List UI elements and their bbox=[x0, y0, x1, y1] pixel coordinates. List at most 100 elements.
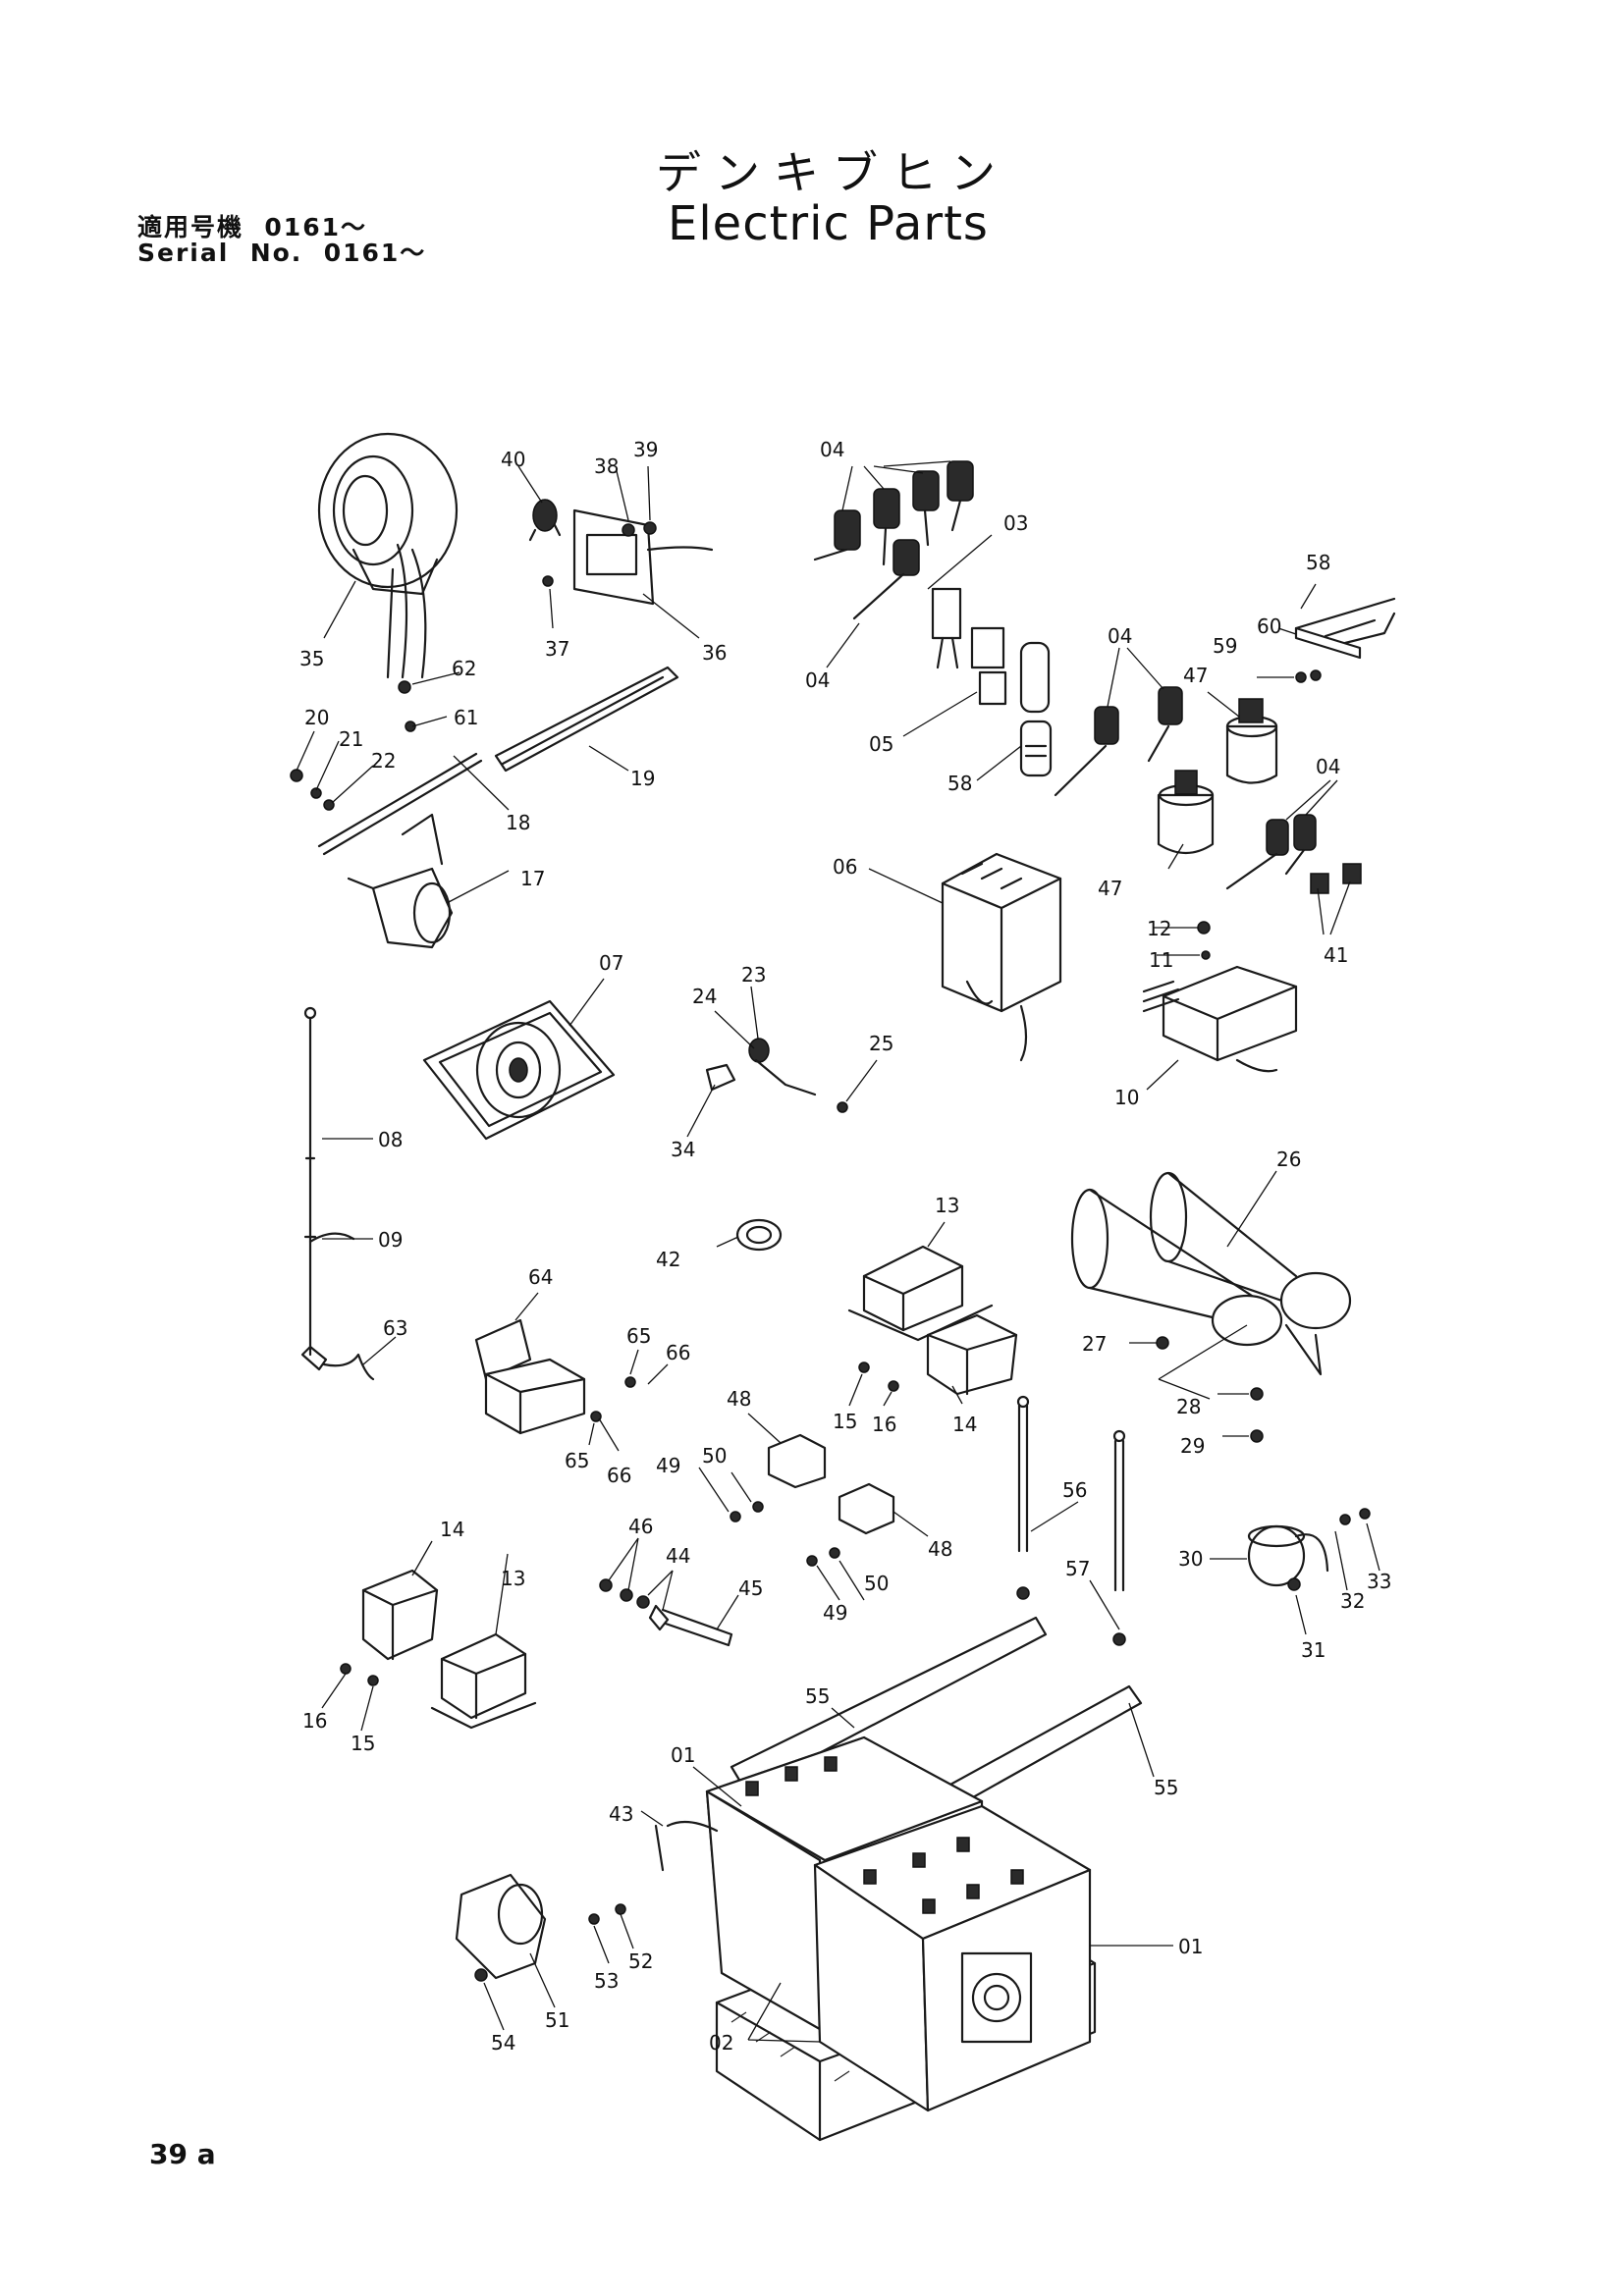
callout-41: 41 bbox=[1324, 943, 1348, 967]
callout-03: 03 bbox=[1003, 511, 1028, 535]
callout-14: 14 bbox=[952, 1413, 977, 1436]
callout-36: 36 bbox=[702, 641, 727, 665]
callout-64: 64 bbox=[528, 1265, 553, 1289]
callout-10: 10 bbox=[1114, 1086, 1139, 1109]
horn-drawing bbox=[1070, 1171, 1352, 1443]
callout-37: 37 bbox=[545, 637, 569, 661]
callout-23: 23 bbox=[741, 963, 766, 987]
callout-31: 31 bbox=[1301, 1638, 1325, 1662]
callout-19: 19 bbox=[630, 767, 655, 790]
key-switch-drawing bbox=[1157, 597, 1396, 855]
callout-21: 21 bbox=[339, 727, 363, 751]
callout-62: 62 bbox=[452, 657, 476, 680]
callout-15: 15 bbox=[833, 1410, 857, 1433]
callout-01: 01 bbox=[1178, 1935, 1203, 1958]
pump-drawing bbox=[1247, 1508, 1371, 1591]
regulator-center-drawing bbox=[847, 1245, 1018, 1396]
callout-18: 18 bbox=[506, 811, 530, 834]
callout-42: 42 bbox=[656, 1248, 680, 1271]
callout-32: 32 bbox=[1340, 1589, 1365, 1613]
antenna-drawing bbox=[300, 1006, 375, 1381]
callout-25: 25 bbox=[869, 1032, 893, 1055]
callout-60: 60 bbox=[1257, 614, 1281, 638]
callout-58: 58 bbox=[1306, 551, 1330, 574]
callout-24: 24 bbox=[692, 985, 717, 1008]
wiper-assembly-drawing bbox=[290, 666, 679, 949]
callout-02: 02 bbox=[709, 2031, 733, 2055]
callout-11: 11 bbox=[1149, 948, 1173, 972]
batteries-drawing bbox=[654, 1735, 1097, 2142]
callout-61: 61 bbox=[454, 706, 478, 729]
callout-14: 14 bbox=[440, 1518, 464, 1541]
flasher-relay-drawing bbox=[1142, 921, 1298, 1073]
callout-26: 26 bbox=[1276, 1148, 1301, 1171]
callout-55: 55 bbox=[805, 1684, 830, 1708]
callout-59: 59 bbox=[1213, 634, 1237, 658]
callout-50: 50 bbox=[702, 1444, 727, 1468]
callout-54: 54 bbox=[491, 2031, 515, 2055]
buzzer-drawing bbox=[455, 1873, 626, 1982]
speaker-box-drawing bbox=[422, 999, 616, 1141]
connector-group-drawing bbox=[813, 460, 1362, 894]
callout-04: 04 bbox=[820, 438, 844, 461]
relay-drawing bbox=[730, 1433, 895, 1567]
serial-number-english: Serial No. 0161～ bbox=[137, 239, 427, 267]
callout-13: 13 bbox=[501, 1567, 525, 1590]
callout-46: 46 bbox=[628, 1515, 653, 1538]
resistor-bracket-drawing bbox=[474, 1318, 636, 1435]
callout-52: 52 bbox=[628, 1949, 653, 1973]
callout-15: 15 bbox=[351, 1732, 375, 1755]
callout-50: 50 bbox=[864, 1572, 889, 1595]
callout-30: 30 bbox=[1178, 1547, 1203, 1571]
callout-13: 13 bbox=[935, 1194, 959, 1217]
callout-16: 16 bbox=[872, 1413, 896, 1436]
callout-48: 48 bbox=[928, 1537, 952, 1561]
callout-20: 20 bbox=[304, 706, 329, 729]
callout-53: 53 bbox=[594, 1969, 619, 1993]
callout-55: 55 bbox=[1154, 1776, 1178, 1799]
leader-lines bbox=[296, 460, 1380, 2043]
small-parts-center-drawing bbox=[705, 1038, 848, 1252]
callout-65: 65 bbox=[565, 1449, 589, 1472]
callout-27: 27 bbox=[1082, 1332, 1107, 1356]
tie-rods-drawing bbox=[1016, 1395, 1126, 1646]
callout-16: 16 bbox=[302, 1709, 327, 1733]
callout-07: 07 bbox=[599, 951, 623, 975]
page-title-english: Electric Parts bbox=[668, 196, 989, 251]
callout-33: 33 bbox=[1367, 1570, 1391, 1593]
callout-43: 43 bbox=[609, 1802, 633, 1826]
callout-51: 51 bbox=[545, 2008, 569, 2032]
callout-65: 65 bbox=[626, 1324, 651, 1348]
work-lamp-drawing bbox=[317, 432, 459, 679]
callout-48: 48 bbox=[727, 1387, 751, 1411]
callout-12: 12 bbox=[1147, 917, 1171, 940]
callout-06: 06 bbox=[833, 855, 857, 879]
callout-28: 28 bbox=[1176, 1395, 1201, 1418]
callout-38: 38 bbox=[594, 454, 619, 478]
callout-labels: 04 03 58 60 59 47 04 05 58 04 47 04 41 3… bbox=[299, 438, 1391, 2055]
bolt-set-drawing bbox=[599, 1578, 733, 1647]
junction-box-drawing bbox=[941, 852, 1062, 1062]
callout-34: 34 bbox=[671, 1138, 695, 1161]
callout-44: 44 bbox=[666, 1544, 690, 1568]
serial-number-japanese: 適用号機 0161～ bbox=[137, 213, 367, 241]
callout-09: 09 bbox=[378, 1228, 403, 1252]
callout-47: 47 bbox=[1183, 664, 1208, 687]
callout-22: 22 bbox=[371, 749, 396, 773]
callout-05: 05 bbox=[869, 732, 893, 756]
callout-01: 01 bbox=[671, 1743, 695, 1767]
callout-63: 63 bbox=[383, 1316, 407, 1340]
callout-29: 29 bbox=[1180, 1434, 1205, 1458]
page-number: 39 a bbox=[149, 2138, 216, 2170]
callout-04: 04 bbox=[1316, 755, 1340, 778]
switch-panel-drawing bbox=[528, 499, 714, 606]
callout-08: 08 bbox=[378, 1128, 403, 1151]
callout-66: 66 bbox=[607, 1464, 631, 1487]
callout-47: 47 bbox=[1098, 877, 1122, 900]
callout-66: 66 bbox=[666, 1341, 690, 1364]
callout-04: 04 bbox=[805, 668, 830, 692]
callout-39: 39 bbox=[633, 438, 658, 461]
callout-57: 57 bbox=[1065, 1557, 1090, 1580]
